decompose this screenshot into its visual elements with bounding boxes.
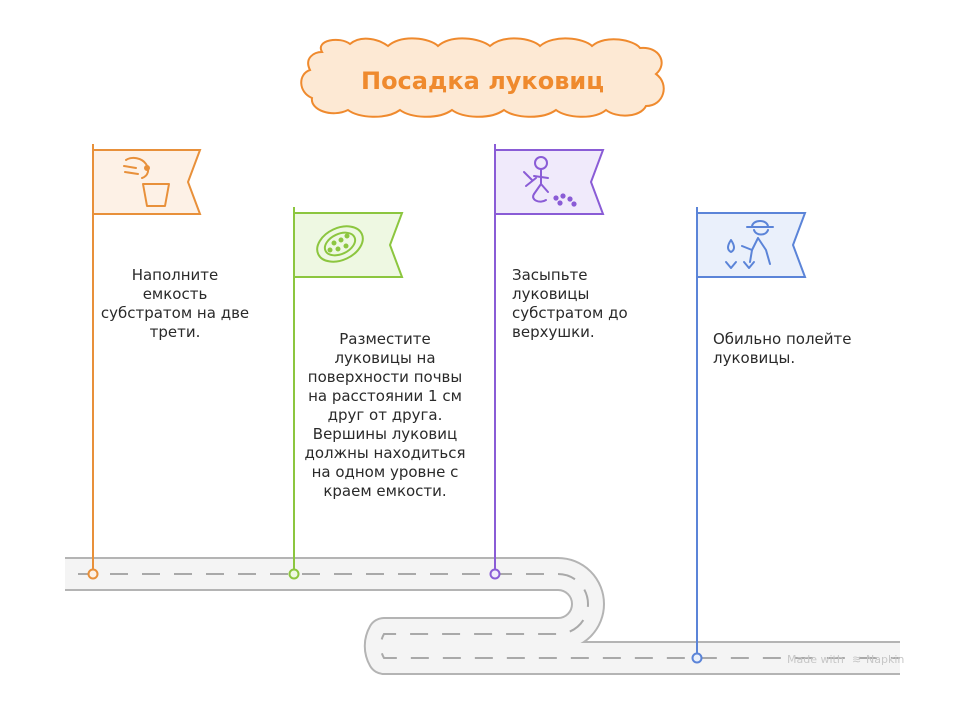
step-4-text: Обильно полейте луковицы.	[713, 330, 852, 367]
gardener-watering-icon	[725, 220, 774, 269]
hand-dropping-into-pot-icon	[123, 156, 170, 207]
step-3-text: Засыпьте луковицы субстратом до верхушки…	[512, 266, 628, 341]
winding-road	[65, 557, 900, 675]
page-title: Посадка луковиц	[360, 67, 604, 95]
step-4-flag	[691, 207, 807, 664]
bulb-with-seeds-icon	[316, 225, 364, 263]
step-1-text: Наполните емкость субстратом на две трет…	[100, 266, 250, 341]
credit-prefix: Made with	[787, 653, 844, 666]
person-shoveling-soil-icon	[523, 156, 577, 207]
step-2-flag	[288, 207, 404, 580]
step-1-flag	[87, 144, 202, 580]
step-3-flag	[489, 144, 605, 580]
step-2-text: Разместите луковицы на поверхности почвы…	[304, 330, 466, 500]
credit-brand: Napkin	[866, 653, 905, 666]
napkin-logo-icon: ≋	[852, 653, 862, 666]
title-cloud	[300, 37, 665, 118]
